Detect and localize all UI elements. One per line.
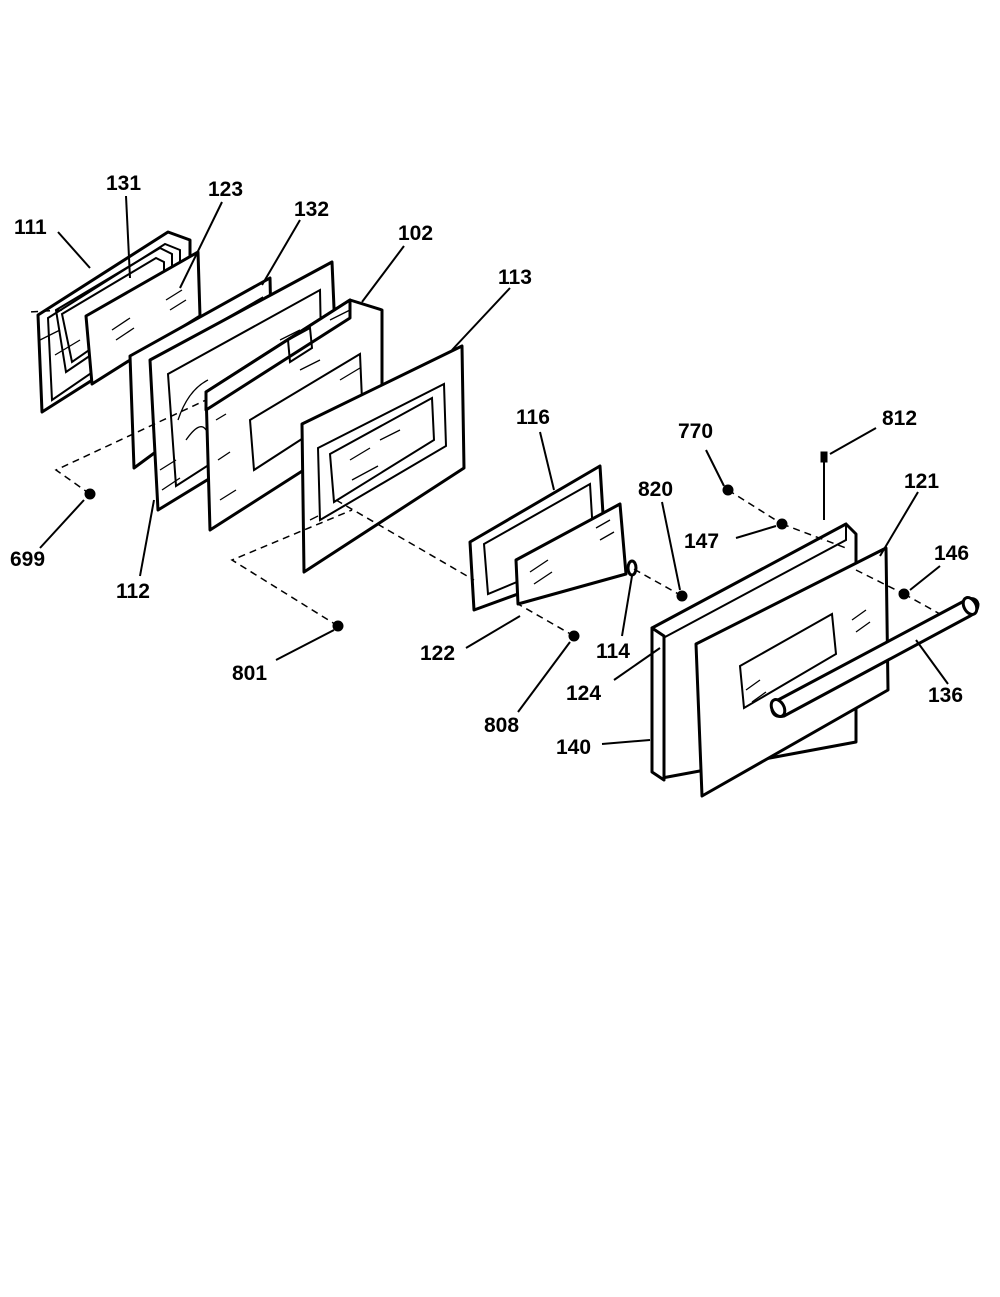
label-121: 121 <box>904 470 939 493</box>
label-140: 140 <box>556 736 591 759</box>
part-113-door-liner <box>300 344 466 574</box>
label-699: 699 <box>10 548 45 571</box>
label-114: 114 <box>596 640 630 663</box>
screw-812 <box>820 451 828 463</box>
part-102-insulation-box <box>204 298 384 532</box>
label-132: 132 <box>294 198 329 221</box>
label-820: 820 <box>638 478 673 501</box>
label-770: 770 <box>678 420 713 443</box>
label-131: 131 <box>106 172 141 195</box>
label-116: 116 <box>516 406 550 429</box>
label-123: 123 <box>208 178 243 201</box>
part-136-handle <box>769 596 980 718</box>
label-124: 124 <box>566 682 601 705</box>
label-113: 113 <box>498 266 532 289</box>
label-808: 808 <box>484 714 519 737</box>
part-122-middle-glass <box>514 502 628 606</box>
label-812: 812 <box>882 407 917 430</box>
small-parts <box>84 451 910 642</box>
leader-lines <box>39 195 949 745</box>
label-801: 801 <box>232 662 267 685</box>
label-112: 112 <box>116 580 150 603</box>
assembly-lines <box>29 309 941 637</box>
label-147: 147 <box>684 530 719 553</box>
label-102: 102 <box>398 222 433 245</box>
label-122: 122 <box>420 642 455 665</box>
label-136: 136 <box>928 684 963 707</box>
label-111: 111 <box>14 216 47 239</box>
label-146: 146 <box>934 542 969 565</box>
part-labels: 111 131 123 132 102 113 699 112 116 770 … <box>10 172 969 759</box>
spacer-114 <box>626 559 638 577</box>
part-121-outer-glass <box>694 546 890 798</box>
